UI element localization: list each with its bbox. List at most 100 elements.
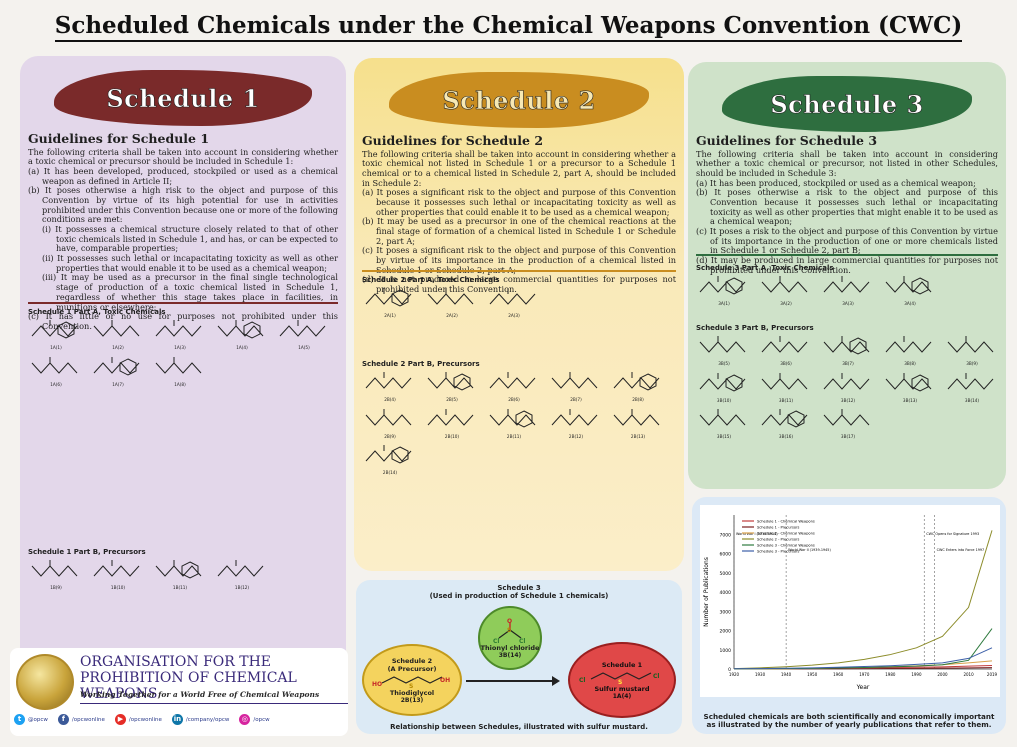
svg-text:Cl: Cl (519, 638, 525, 644)
chemical-structure: 3B(9) (944, 334, 1000, 367)
x-tick-label: 1950 (807, 672, 818, 677)
y-tick-label: 1000 (720, 648, 732, 654)
x-tick-label: 1980 (885, 672, 896, 677)
svg-text:OH: OH (440, 677, 450, 684)
org-name-line1: ORGANISATION FOR THE (80, 654, 272, 670)
opcw-branding: ORGANISATION FOR THE PROHIBITION OF CHEM… (10, 648, 348, 736)
chemical-structure: 1A(5) (276, 318, 332, 351)
sulfur-mustard-structure: Cl S Cl (579, 671, 659, 685)
series-line (733, 647, 993, 670)
guideline-item: (iii) It may be used as a precursor in t… (42, 272, 338, 312)
svg-text:S: S (618, 679, 622, 685)
legend-entry: Schedule 3 - Precursors (757, 550, 800, 554)
x-tick-label: 1960 (833, 672, 844, 677)
x-tick-label: 1930 (755, 672, 766, 677)
x-tick-label: 1920 (729, 672, 740, 677)
schedule-2-circle: Schedule 2 (A Precursor) HO S OH Thiodig… (362, 644, 462, 716)
schedule-3-panel: Schedule 3 Guidelines for Schedule 3 The… (688, 62, 1006, 489)
x-tick-label: 2019 (987, 672, 998, 677)
relationship-caption: Relationship between Schedules, illustra… (390, 723, 648, 731)
chemical-structure: 3A(4) (882, 274, 938, 307)
y-tick-label: 6000 (720, 552, 732, 558)
guideline-item: (ii) It possesses such lethal or incapac… (42, 253, 338, 273)
y-axis-label: Number of Publications (703, 557, 710, 627)
linkedin-icon: in (171, 714, 183, 725)
chemical-structure: 1B(10) (90, 558, 146, 591)
series-line (733, 530, 993, 670)
guideline-item: (b) It poses otherwise a risk to the obj… (696, 187, 998, 227)
social-linkedin[interactable]: in/company/opcw (171, 714, 230, 725)
chemical-structure: 3B(8) (882, 334, 938, 367)
chart-caption: Scheduled chemicals are both scientifica… (703, 711, 995, 730)
social-facebook[interactable]: f/opcwonline (57, 714, 105, 725)
schedule-3-part-b-structures: 3B(5)3B(6)3B(7)3B(8)3B(9)3B(10)3B(11)3B(… (696, 334, 1000, 440)
event-annotation: CWC Enters into Force 1997 (937, 548, 985, 552)
chemical-structure: 1A(8) (152, 355, 208, 388)
guideline-item: (c) It poses a risk to the object and pu… (696, 226, 998, 256)
chemical-structure: 1A(2) (90, 318, 146, 351)
schedule-3-part-b-label: Schedule 3 Part B, Precursors (696, 324, 814, 332)
chemical-structure: 1A(6) (28, 355, 84, 388)
chemical-structure: 1A(7) (90, 355, 146, 388)
svg-text:Cl: Cl (493, 638, 499, 644)
chemical-structure: 2A(2) (424, 286, 480, 319)
chemical-structure: 1B(9) (28, 558, 84, 591)
chemical-structure: 3B(5) (696, 334, 752, 367)
divider (696, 254, 998, 256)
legend-entry: Schedule 3 - Chemical Weapons (757, 544, 815, 548)
social-twitter[interactable]: t@opcw (14, 714, 48, 725)
chemical-structure: 2B(11) (486, 407, 542, 440)
chemical-structure: 3B(10) (696, 371, 752, 404)
schedule-2-part-a-structures: 2A(1)2A(2)2A(3) (362, 286, 678, 319)
thionyl-chloride-structure: O S Cl Cl (493, 618, 525, 644)
chemical-structure: 2B(12) (548, 407, 604, 440)
svg-text:HO: HO (372, 681, 382, 688)
chemical-structure: 3B(11) (758, 371, 814, 404)
schedule-2-banner: Schedule 2 (389, 72, 649, 128)
guideline-item: (a) It poses a significant risk to the o… (362, 187, 676, 217)
guideline-item: (i) It possesses a chemical structure cl… (42, 224, 338, 254)
schedule-1-circle: Schedule 1 Cl S Cl Sulfur mustard 1A(4) (568, 642, 676, 718)
org-name-line2: PROHIBITION OF CHEMICAL WEAPONS (80, 670, 348, 704)
schedule-1-part-b-label: Schedule 1 Part B, Precursors (28, 548, 146, 556)
schedule-2-part-b-structures: 2B(4)2B(5)2B(6)2B(7)2B(8)2B(9)2B(10)2B(1… (362, 370, 678, 476)
chemical-structure: 3B(16) (758, 407, 814, 440)
schedule-1-banner: Schedule 1 (54, 70, 312, 126)
schedule-3-circle: O S Cl Cl Thionyl chloride 3B(14) (478, 606, 542, 670)
chemical-structure: 3A(3) (820, 274, 876, 307)
social-youtube[interactable]: ▶/opcwonline (114, 714, 162, 725)
chemical-structure: 1B(11) (152, 558, 208, 591)
schedule-1-part-b-structures: 1B(9)1B(10)1B(11)1B(12) (28, 558, 340, 591)
x-tick-label: 2000 (937, 672, 948, 677)
arrow-head (552, 676, 560, 686)
chemical-structure: 2B(6) (486, 370, 542, 403)
chemical-structure: 2B(9) (362, 407, 418, 440)
guideline-item: (a) It has been developed, produced, sto… (28, 166, 338, 186)
social-instagram[interactable]: ◎/opcw (239, 714, 270, 725)
schedule-3-part-a-label: Schedule 3 Part A, Toxic Chemicals (696, 264, 834, 272)
guideline-item: (c) It has little or no use for purposes… (28, 311, 338, 331)
legend-entry: Schedule 2 - Chemical Weapons (757, 532, 815, 536)
chemical-structure: 3A(1) (696, 274, 752, 307)
schedule-1-part-a-label: Schedule 1 Part A, Toxic Chemicals (28, 308, 166, 316)
guideline-item: (b) It may be used as a precursor in one… (362, 216, 676, 246)
x-tick-label: 1990 (911, 672, 922, 677)
y-tick-label: 5000 (720, 571, 732, 577)
x-axis-label: Year (856, 684, 870, 691)
svg-text:S: S (507, 627, 511, 634)
chemical-structure: 1A(4) (214, 318, 270, 351)
social-links: t@opcw f/opcwonline ▶/opcwonline in/comp… (14, 714, 270, 725)
opcw-logo (16, 654, 74, 710)
youtube-icon: ▶ (114, 714, 126, 725)
schedule-1-part-a-structures: 1A(1)1A(2)1A(3)1A(4)1A(5)1A(6)1A(7)1A(8) (28, 318, 340, 387)
schedule-2-part-b-label: Schedule 2 Part B, Precursors (362, 360, 480, 368)
chemical-structure: 3B(15) (696, 407, 752, 440)
schedule-1-panel: Schedule 1 Guidelines for Schedule 1 The… (20, 56, 346, 736)
chemical-structure: 2B(8) (610, 370, 666, 403)
svg-text:Cl: Cl (653, 673, 659, 680)
divider (362, 270, 676, 272)
facebook-icon: f (57, 714, 69, 725)
